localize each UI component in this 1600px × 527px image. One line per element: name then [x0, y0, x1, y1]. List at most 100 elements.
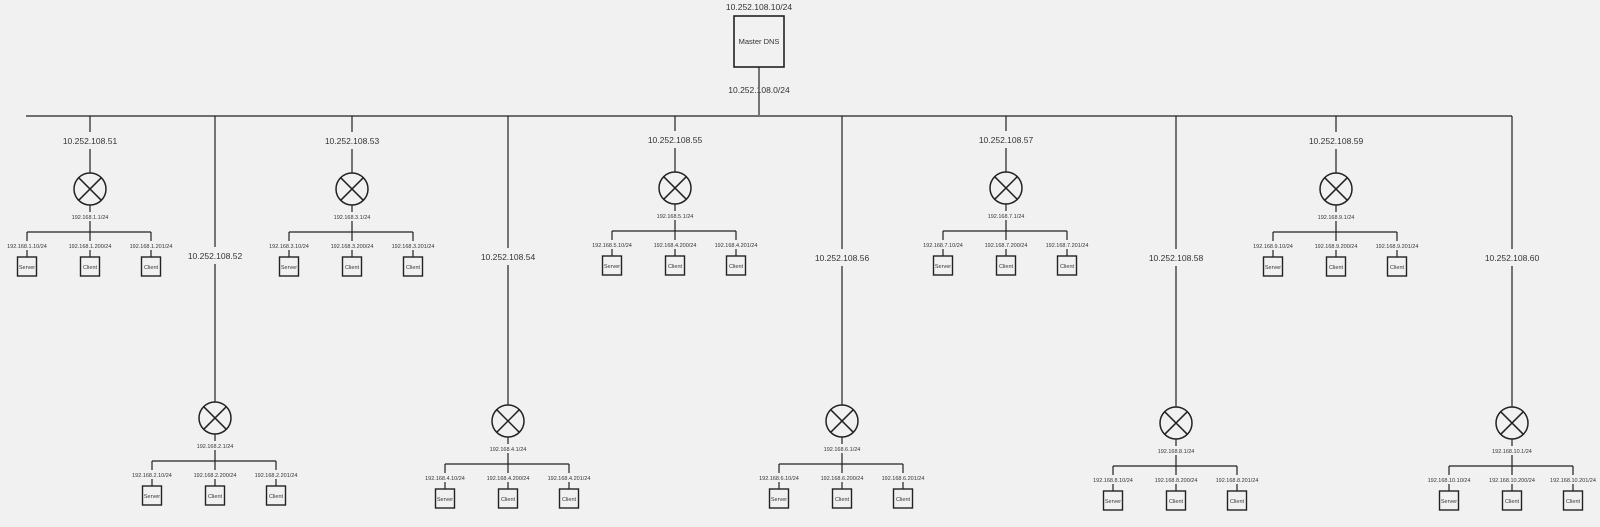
server-node[interactable] [932, 255, 954, 276]
client-node[interactable] [558, 488, 580, 509]
client-node[interactable] [140, 256, 162, 277]
host-ip-backdrop [1249, 241, 1297, 250]
router-cross-line [1500, 411, 1524, 435]
host-label: Client [835, 497, 850, 503]
lan-label-backdrop [651, 211, 699, 220]
routers-layer: 10.252.108.51192.168.1.1/24192.168.1.10/… [3, 116, 1597, 511]
host-label: Client [1390, 265, 1405, 271]
host-ip-label: 192.168.1.201/24 [130, 244, 173, 250]
server-node[interactable] [1262, 256, 1284, 277]
client-node[interactable] [1056, 255, 1078, 276]
router-cross-line [663, 176, 687, 200]
server-node[interactable] [141, 485, 163, 506]
host-ip-backdrop [1549, 475, 1597, 484]
client-node[interactable] [1226, 490, 1248, 511]
host-ip-label: 192.168.3.200/24 [331, 244, 374, 250]
router-cross-line [1324, 177, 1348, 201]
host-label: Client [668, 264, 683, 270]
host-label: Server [1265, 265, 1281, 271]
client-node[interactable] [204, 485, 226, 506]
master-dns-node[interactable] [733, 15, 785, 68]
router-lan-ip: 192.168.4.1/24 [490, 447, 527, 453]
server-node[interactable] [1102, 490, 1124, 511]
router-lan-ip: 192.168.10.1/24 [1492, 449, 1532, 455]
host-label: Client [83, 265, 98, 271]
client-node[interactable] [341, 256, 363, 277]
host-label: Client [1169, 499, 1184, 505]
lan-label-backdrop [818, 444, 866, 453]
host-ip-backdrop [1043, 240, 1091, 249]
router-cross-line [340, 177, 364, 201]
master-ip-label: 10.252.108.10/24 [726, 2, 792, 12]
host-label: Server [19, 265, 35, 271]
router-wan-ip: 10.252.108.58 [1149, 253, 1204, 263]
host-label: Server [1441, 499, 1457, 505]
host-ip-backdrop [712, 240, 760, 249]
client-node[interactable] [497, 488, 519, 509]
host-ip-label: 192.168.9.10/24 [1253, 244, 1293, 250]
host-ip-label: 192.168.8.200/24 [1155, 478, 1198, 484]
client-node[interactable] [892, 488, 914, 509]
client-node[interactable] [1386, 256, 1408, 277]
host-ip-label: 192.168.4.200/24 [654, 243, 697, 249]
host-ip-backdrop [1089, 475, 1137, 484]
host-ip-backdrop [128, 470, 176, 479]
client-node[interactable] [1165, 490, 1187, 511]
host-ip-backdrop [651, 240, 699, 249]
client-node[interactable] [265, 485, 287, 506]
lan-label-backdrop [191, 441, 239, 450]
router-lan-ip: 192.168.6.1/24 [824, 447, 861, 453]
client-node[interactable] [1325, 256, 1347, 277]
lan-label-backdrop [66, 212, 114, 221]
server-node[interactable] [16, 256, 38, 277]
host-ip-backdrop [1488, 475, 1536, 484]
router-lan-ip: 192.168.1.1/24 [72, 215, 109, 221]
host-label: Client [999, 264, 1014, 270]
host-ip-backdrop [1152, 475, 1200, 484]
lan-label-backdrop [1488, 446, 1536, 455]
host-label: Server [281, 265, 297, 271]
router-lan-ip: 192.168.7.1/24 [988, 214, 1025, 220]
router-cross-line [78, 177, 102, 201]
host-ip-label: 192.168.9.200/24 [1315, 244, 1358, 250]
server-node[interactable] [434, 488, 456, 509]
router-lan-ip: 192.168.3.1/24 [334, 215, 371, 221]
client-node[interactable] [831, 488, 853, 509]
host-label: Client [501, 497, 516, 503]
host-ip-label: 192.168.5.10/24 [592, 243, 632, 249]
host-ip-label: 192.168.7.200/24 [985, 243, 1028, 249]
server-node[interactable] [1438, 490, 1460, 511]
host-ip-backdrop [328, 241, 376, 250]
host-ip-backdrop [588, 240, 636, 249]
host-label: Server [935, 264, 951, 270]
client-node[interactable] [995, 255, 1017, 276]
host-label: Client [345, 265, 360, 271]
host-ip-label: 192.168.8.10/24 [1093, 478, 1133, 484]
router-cross-line [203, 406, 227, 430]
router-wan-ip: 10.252.108.51 [63, 136, 118, 146]
client-node[interactable] [402, 256, 424, 277]
router-wan-ip: 10.252.108.53 [325, 136, 380, 146]
server-node[interactable] [278, 256, 300, 277]
host-ip-backdrop [265, 241, 313, 250]
router-lan-ip: 192.168.9.1/24 [1318, 215, 1355, 221]
host-label: Client [562, 497, 577, 503]
host-ip-backdrop [545, 473, 593, 482]
router-wan-ip: 10.252.108.57 [979, 135, 1034, 145]
client-node[interactable] [1562, 490, 1584, 511]
client-node[interactable] [725, 255, 747, 276]
host-ip-backdrop [818, 473, 866, 482]
host-ip-backdrop [1213, 475, 1261, 484]
lan-label-backdrop [1312, 212, 1360, 221]
router-wan-ip: 10.252.108.55 [648, 135, 703, 145]
server-node[interactable] [768, 488, 790, 509]
host-label: Client [1230, 499, 1245, 505]
host-label: Client [406, 265, 421, 271]
client-node[interactable] [1501, 490, 1523, 511]
client-node[interactable] [664, 255, 686, 276]
router-wan-ip: 10.252.108.59 [1309, 136, 1364, 146]
host-ip-label: 192.168.9.201/24 [1376, 244, 1419, 250]
server-node[interactable] [601, 255, 623, 276]
client-node[interactable] [79, 256, 101, 277]
host-ip-backdrop [66, 241, 114, 250]
